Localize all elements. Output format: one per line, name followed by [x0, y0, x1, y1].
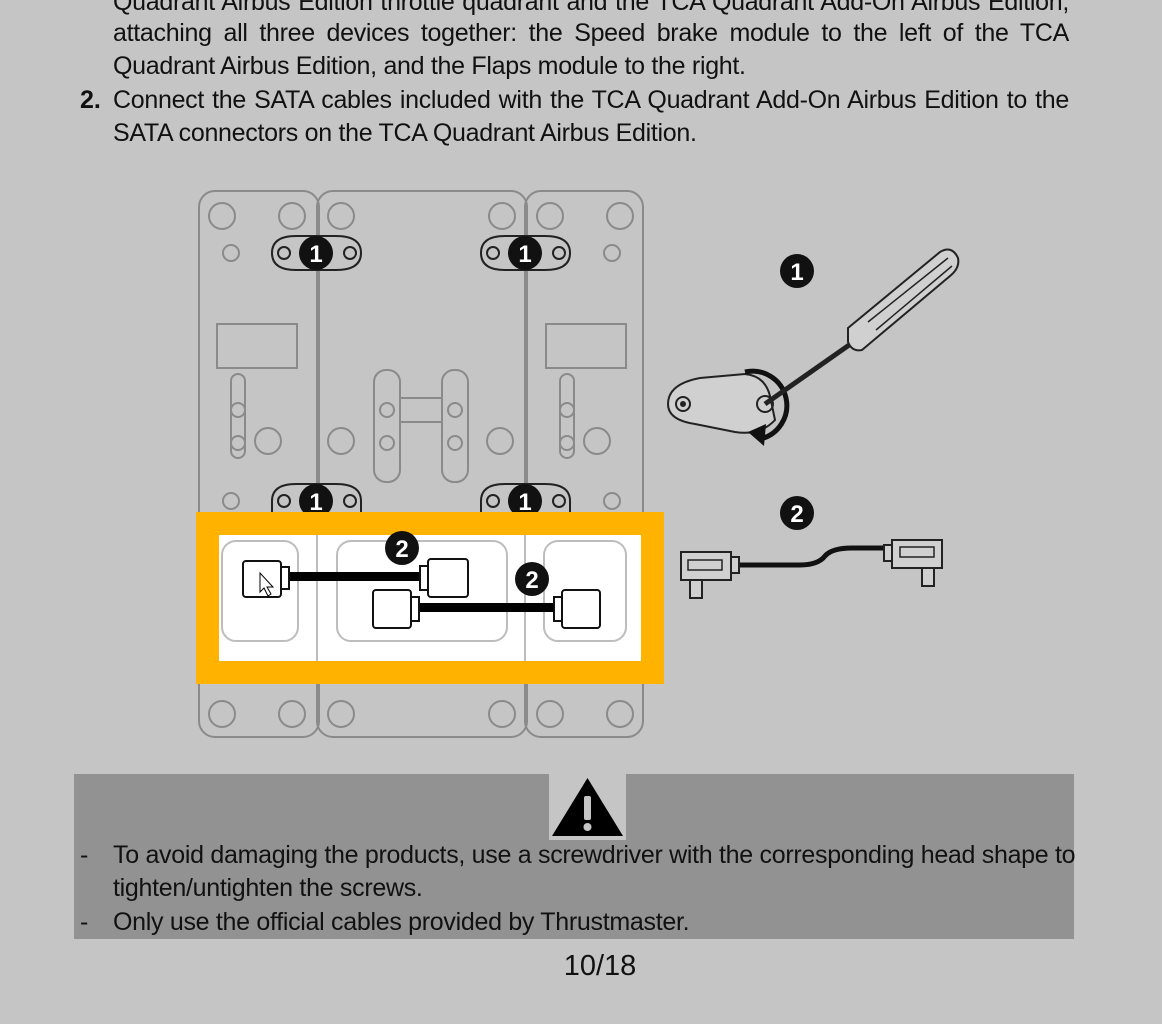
svg-text:1: 1 [518, 489, 531, 516]
callout-2-label: 2 [395, 536, 408, 563]
mouse-cursor-icon [259, 571, 275, 597]
svg-text:1: 1 [309, 489, 322, 516]
bottom-bracket-right: 1 [480, 483, 571, 518]
warning-bullet-2-dash: - [80, 908, 89, 936]
step1-text-line-1: Quadrant Airbus Edition throttle quadran… [113, 0, 1069, 16]
svg-text:2: 2 [790, 501, 803, 528]
devices-outline [198, 190, 644, 738]
step2-text-line-2: SATA connectors on the TCA Quadrant Airb… [113, 119, 697, 147]
svg-text:2: 2 [525, 567, 538, 594]
top-bracket-left: 1 [270, 235, 363, 271]
svg-text:1: 1 [518, 241, 531, 268]
bottom-bracket-left: 1 [271, 483, 362, 518]
speed-brake-module-outline [198, 190, 320, 738]
step1-text-line-3: Quadrant Airbus Edition, and the Flaps m… [113, 52, 746, 80]
warning-bullet-2-line-1: Only use the official cables provided by… [113, 908, 690, 936]
svg-text:1: 1 [790, 259, 803, 286]
quadrant-outline [316, 190, 528, 738]
warning-bullet-1-line-2: tighten/untighten the screws. [113, 874, 423, 902]
step1-text-line-2: attaching all three devices together: th… [113, 19, 1069, 47]
warning-bullet-1-dash: - [80, 841, 89, 869]
screwdriver-icon: 1 [666, 248, 960, 446]
callout-1-label: 1 [309, 241, 322, 268]
warning-icon [549, 774, 626, 840]
sata-cable-icon: 2 [680, 496, 943, 599]
warning-bullet-1-line-1: To avoid damaging the products, use a sc… [113, 841, 1076, 869]
flaps-module-outline [524, 190, 644, 738]
step2-text-line-1: Connect the SATA cables included with th… [113, 86, 1069, 114]
step2-number: 2. [80, 86, 101, 114]
page-number: 10/18 [563, 950, 637, 982]
top-bracket-right: 1 [479, 235, 572, 271]
installation-diagram: 1 1 1 1 [196, 190, 960, 738]
